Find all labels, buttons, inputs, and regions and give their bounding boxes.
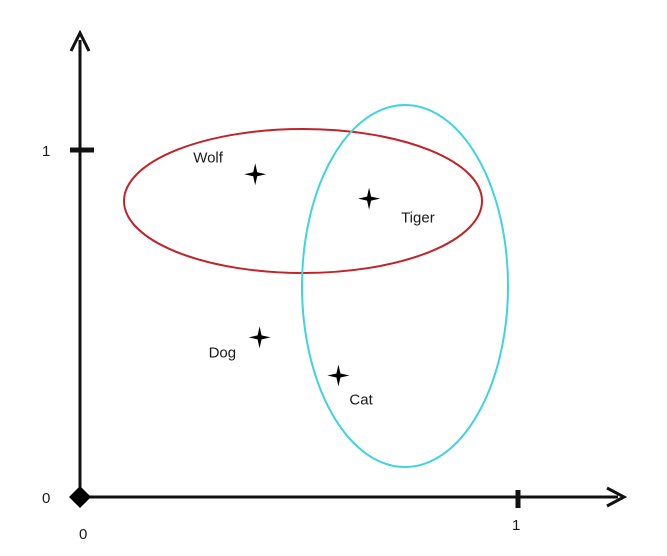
point-marker-tiger <box>358 187 381 210</box>
point-label-cat: Cat <box>349 392 373 409</box>
point-marker-dog <box>248 326 271 349</box>
x-tick-label-0: 0 <box>79 526 87 543</box>
y-tick-label-1: 1 <box>42 143 50 160</box>
y-tick-label-0: 0 <box>42 490 50 507</box>
group-ellipse-tiger-cat <box>301 104 509 468</box>
point-marker-cat <box>327 364 350 387</box>
point-label-tiger: Tiger <box>401 210 435 227</box>
x-tick-label-1: 1 <box>512 517 520 534</box>
origin-marker <box>69 486 91 508</box>
groups-layer <box>123 104 509 468</box>
x-axis-arrowhead <box>606 486 628 508</box>
y-axis-arrowhead <box>69 29 91 52</box>
point-label-wolf: Wolf <box>193 149 224 166</box>
point-label-dog: Dog <box>209 344 237 361</box>
point-marker-wolf <box>244 163 267 186</box>
